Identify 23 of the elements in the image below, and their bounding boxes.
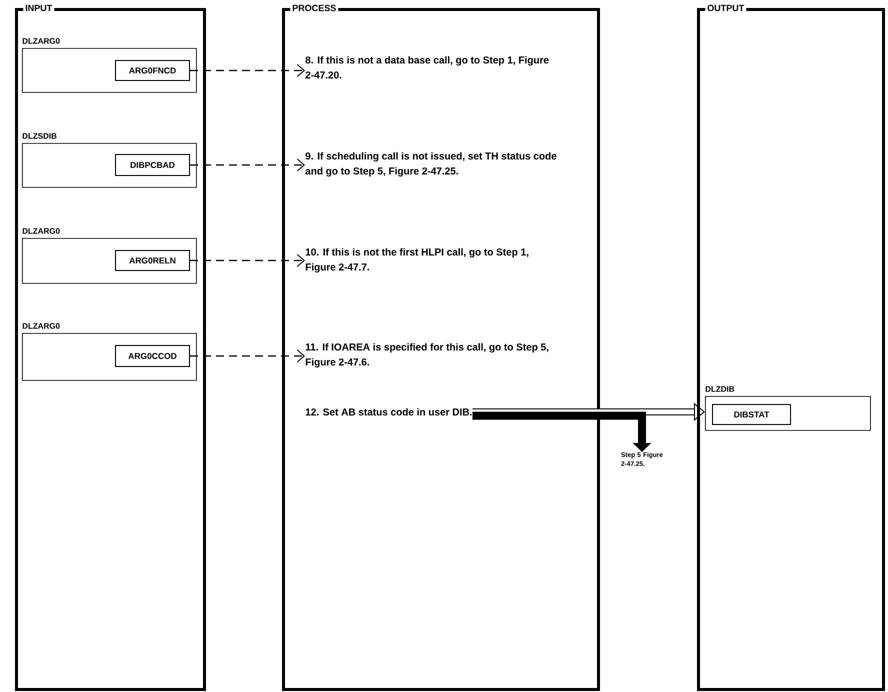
- box-heading: DLZARG0: [22, 38, 60, 44]
- box-heading: DLZARG0: [22, 228, 60, 234]
- step-text: 8. If this is not a data base call, go to Step 1, Figure 2-47.20.: [306, 56, 549, 79]
- panel-title: INPUT: [23, 2, 54, 14]
- field-box: DIBSTAT: [712, 404, 791, 425]
- dashed-arrow: [190, 350, 305, 362]
- step-text: 9. If scheduling call is not issued, set TH status code and go to Step 5, Figure 2-47.25.: [306, 152, 556, 177]
- step-text: 11. If IOAREA is specified for this call, go to Step 5, Figure 2-47.6.: [306, 343, 548, 368]
- step-text: 10. If this is not the first HLPI call, go to Step 1, Figure 2-47.7.: [306, 248, 528, 273]
- field-box: ARG0CCOD: [115, 345, 190, 367]
- box-heading: DLZARG0: [22, 323, 60, 329]
- field-box: ARG0FNCD: [115, 60, 190, 81]
- field-box: ARG0RELN: [115, 250, 190, 271]
- box-heading: DLZDIB: [706, 386, 734, 392]
- panel-title: PROCESS: [290, 2, 338, 14]
- field-box: DIBPCBAD: [115, 154, 190, 176]
- dashed-arrow: [190, 64, 305, 77]
- dashed-arrow: [190, 254, 305, 267]
- bent-arrow: [472, 412, 652, 452]
- step-text: 12. Set AB status code in user DIB.: [306, 408, 472, 416]
- dashed-arrow: [190, 158, 305, 172]
- box-heading: DLZSDIB: [22, 133, 56, 139]
- panel-title: OUTPUT: [705, 2, 746, 14]
